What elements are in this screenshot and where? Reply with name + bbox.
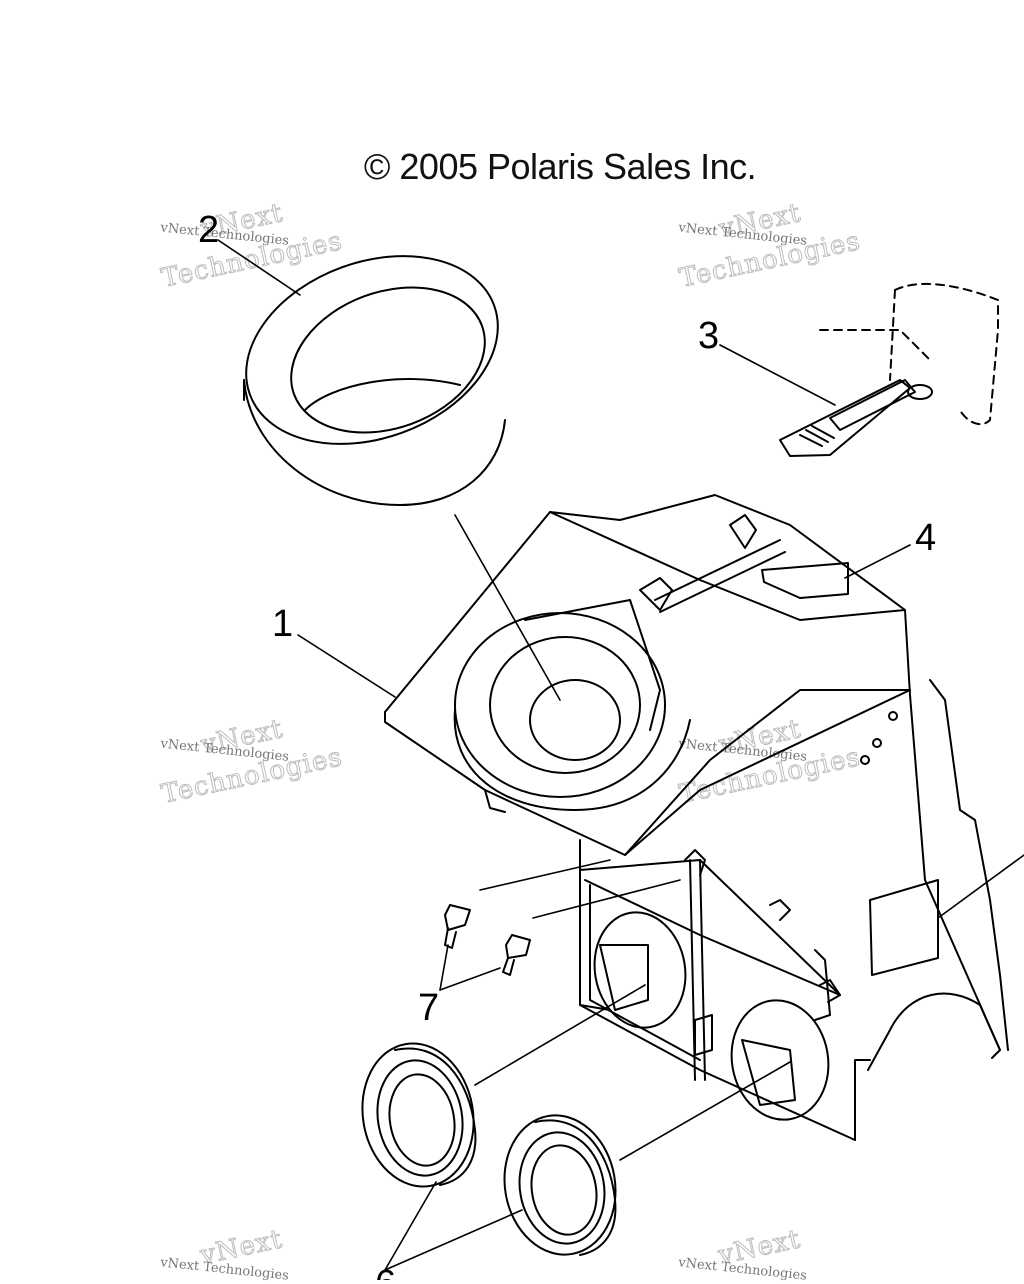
vent-fitting: [444, 904, 531, 976]
outlet-box: [579, 839, 856, 1141]
leader-lines: [217, 239, 1024, 1271]
intake-boot: [361, 1042, 477, 1188]
latch-strap: [779, 282, 999, 457]
callout-6: 6: [375, 1263, 396, 1280]
callout-2: 2: [198, 209, 219, 251]
callout-1: 1: [272, 603, 293, 645]
callout-4: 4: [915, 517, 936, 559]
filter-foam-ring: [243, 255, 506, 506]
copyright-notice: © 2005 Polaris Sales Inc.: [363, 146, 757, 187]
airbox-housing: [384, 494, 1009, 1141]
callout-7: 7: [418, 987, 439, 1029]
callout-3: 3: [698, 315, 719, 357]
intake-boot: [503, 1114, 617, 1256]
